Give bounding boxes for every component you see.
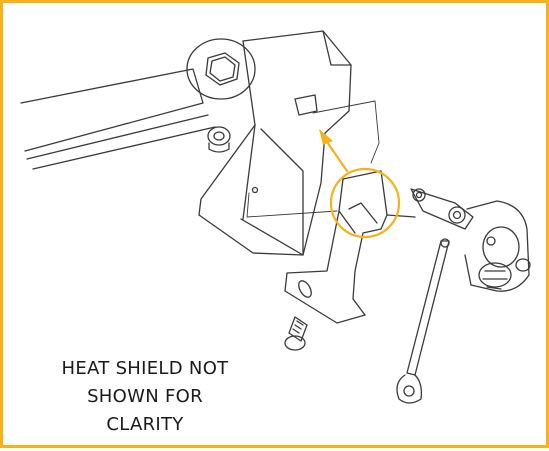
main-bracket (198, 30, 352, 256)
lower-bracket (284, 170, 416, 324)
diagram-caption: HEAT SHIELD NOT SHOWN FOR CLARITY (11, 355, 279, 439)
caption-line-3: CLARITY (106, 414, 184, 435)
screw (284, 316, 308, 351)
caption-line-2: SHOWN FOR (87, 386, 203, 407)
small-nut (207, 126, 231, 153)
alignment-guides (246, 100, 380, 218)
hex-bolt-head (186, 38, 256, 100)
bracket-illustration (20, 30, 531, 404)
callout-marker (319, 129, 401, 239)
height-sensor (410, 188, 531, 292)
linkage-rod (396, 238, 450, 404)
upper-arm (20, 68, 216, 170)
caption-line-1: HEAT SHIELD NOT (61, 358, 229, 379)
